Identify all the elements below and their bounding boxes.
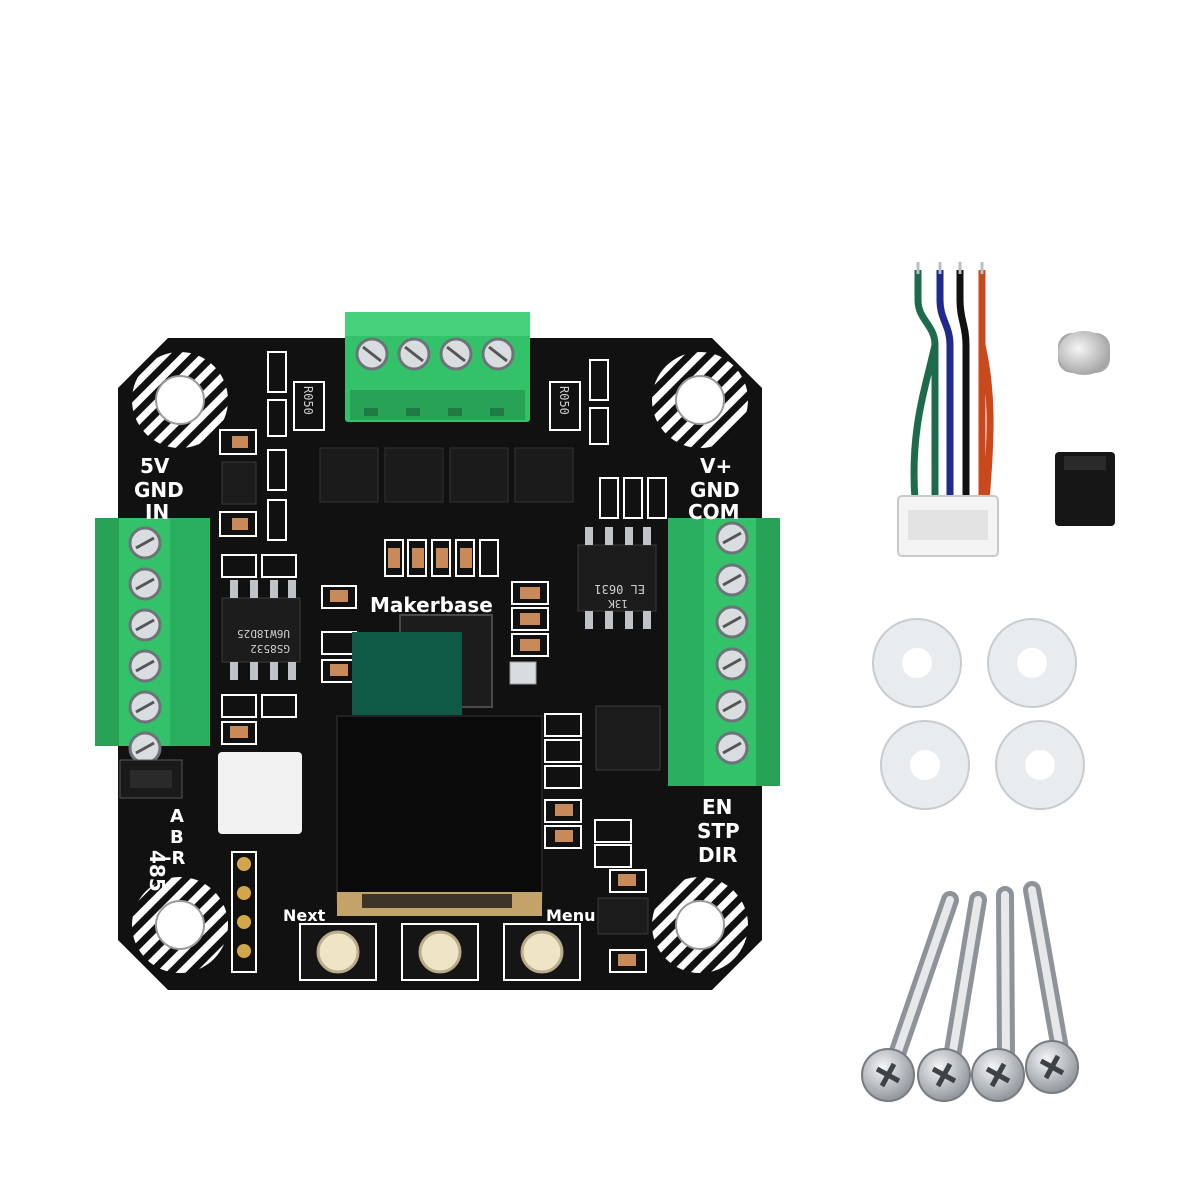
terminal-screw-icon xyxy=(128,526,162,560)
menu-button[interactable] xyxy=(503,923,581,981)
label-485-r: -R xyxy=(164,848,185,869)
svg-text:13K: 13K xyxy=(608,597,628,610)
washers xyxy=(872,618,1085,810)
next-button[interactable] xyxy=(299,923,377,981)
terminal-screw-icon xyxy=(128,649,162,683)
screw xyxy=(971,886,1025,1102)
screw xyxy=(917,891,987,1102)
svg-text:GS8532: GS8532 xyxy=(250,642,290,655)
label-5v: 5V xyxy=(140,454,170,478)
label-en: EN xyxy=(702,795,732,819)
terminal-block-top xyxy=(345,312,530,422)
ok-button[interactable] xyxy=(401,923,479,981)
label-in: IN xyxy=(145,500,169,524)
pcb-board: 5V GND IN V+ GND COM EN STP DIR 485 A B … xyxy=(95,312,780,990)
terminal-screw-icon xyxy=(715,563,749,597)
regulator-chip xyxy=(595,705,661,771)
svg-text:U6W18D25: U6W18D25 xyxy=(237,627,290,640)
wire-harness xyxy=(897,262,999,557)
jumper-cap xyxy=(1055,452,1115,526)
opamp-chip-left: GS8532 U6W18D25 xyxy=(221,580,301,680)
label-menu: Menu xyxy=(546,906,596,925)
label-485-a: A xyxy=(170,806,184,827)
oled-display xyxy=(336,632,543,916)
label-dir: DIR xyxy=(698,843,737,867)
terminal-screw-icon xyxy=(715,647,749,681)
small-chip-left xyxy=(221,461,257,505)
screw xyxy=(1023,881,1079,1094)
optocoupler-chip-right: EL 0631 13K xyxy=(577,527,657,629)
mosfet-row xyxy=(319,447,574,503)
phillips-head-icon xyxy=(917,1048,971,1102)
terminal-screw-icon xyxy=(715,521,749,555)
brand-logo-text: Makerbase xyxy=(370,593,493,617)
terminal-screw-icon xyxy=(715,731,749,765)
mount-hole-top-left xyxy=(132,352,228,448)
crystal xyxy=(509,661,537,685)
terminal-screw-icon xyxy=(715,605,749,639)
mount-hole-top-right xyxy=(652,352,748,448)
label-stp: STP xyxy=(697,819,740,843)
terminal-block-right xyxy=(668,518,780,786)
sensor-connector xyxy=(218,752,302,834)
phillips-head-icon xyxy=(861,1048,915,1102)
mount-hole-bottom-left xyxy=(132,877,228,973)
magnet xyxy=(1058,331,1110,375)
pin-header xyxy=(231,851,257,973)
terminal-screw-icon xyxy=(128,608,162,642)
screw xyxy=(861,891,959,1102)
label-gnd-left: GND xyxy=(134,478,184,502)
label-gnd-right: GND xyxy=(690,478,740,502)
resistor-code-left: R050 xyxy=(301,386,315,415)
terminal-screw-icon xyxy=(128,567,162,601)
mount-hole-bottom-right xyxy=(652,877,748,973)
svg-text:EL 0631: EL 0631 xyxy=(594,582,645,596)
terminal-screw-icon xyxy=(715,689,749,723)
label-485: 485 xyxy=(145,850,169,892)
label-next: Next xyxy=(283,906,326,925)
label-485-b: B xyxy=(170,827,184,848)
screws xyxy=(861,881,1079,1102)
terminal-screw-icon xyxy=(128,731,162,765)
phillips-head-icon xyxy=(1025,1040,1079,1094)
resistor-code-right: R050 xyxy=(557,386,571,415)
terminal-screws-left xyxy=(128,526,162,765)
label-com: COM xyxy=(688,500,740,524)
terminal-screw-icon xyxy=(128,690,162,724)
small-chip-bottom xyxy=(597,897,649,935)
capacitor-pads xyxy=(230,436,636,966)
phillips-head-icon xyxy=(971,1048,1025,1102)
smd-components xyxy=(219,351,667,973)
terminal-screws-right xyxy=(715,521,749,765)
label-vplus: V+ xyxy=(700,454,732,478)
